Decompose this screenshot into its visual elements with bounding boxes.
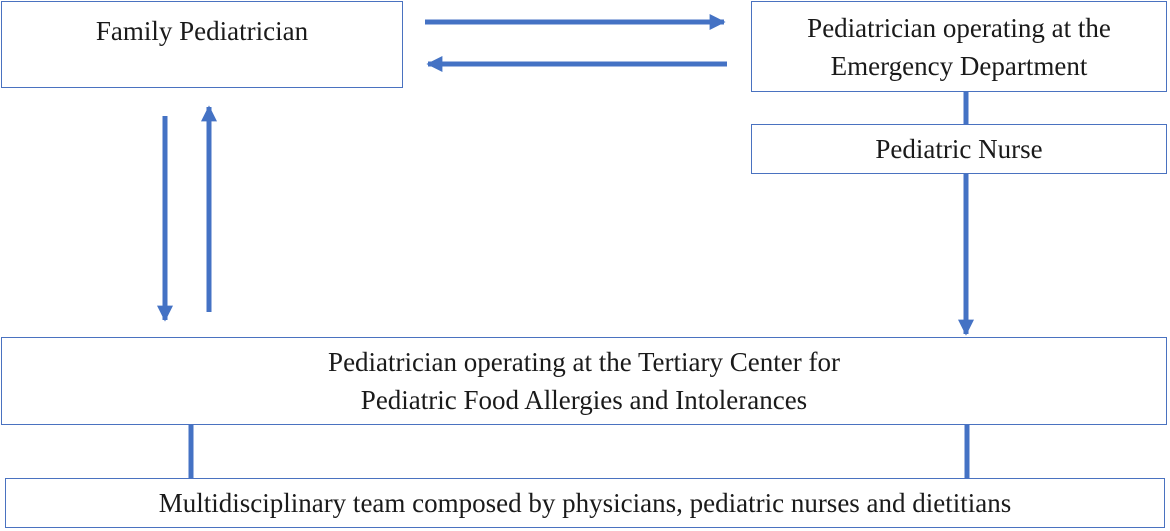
pediatric-nurse-box: Pediatric Nurse — [751, 124, 1167, 174]
tertiary-center-label-line1: Pediatrician operating at the Tertiary C… — [328, 347, 840, 377]
multidisciplinary-team-box: Multidisciplinary team composed by physi… — [5, 478, 1165, 528]
tertiary-center-label-line2: Pediatric Food Allergies and Intolerance… — [360, 385, 808, 415]
emergency-pediatrician-label-line1: Pediatrician operating at the — [807, 12, 1111, 43]
pediatric-nurse-label: Pediatric Nurse — [875, 134, 1043, 164]
family-pediatrician-box: Family Pediatrician — [1, 1, 403, 88]
family-pediatrician-label: Family Pediatrician — [95, 16, 309, 46]
emergency-pediatrician-box: Pediatrician operating at the Emergency … — [751, 1, 1167, 92]
emergency-pediatrician-label-line2: Emergency Department — [830, 50, 1088, 81]
multidisciplinary-team-label: Multidisciplinary team composed by physi… — [158, 488, 1012, 518]
tertiary-center-box: Pediatrician operating at the Tertiary C… — [1, 337, 1167, 425]
